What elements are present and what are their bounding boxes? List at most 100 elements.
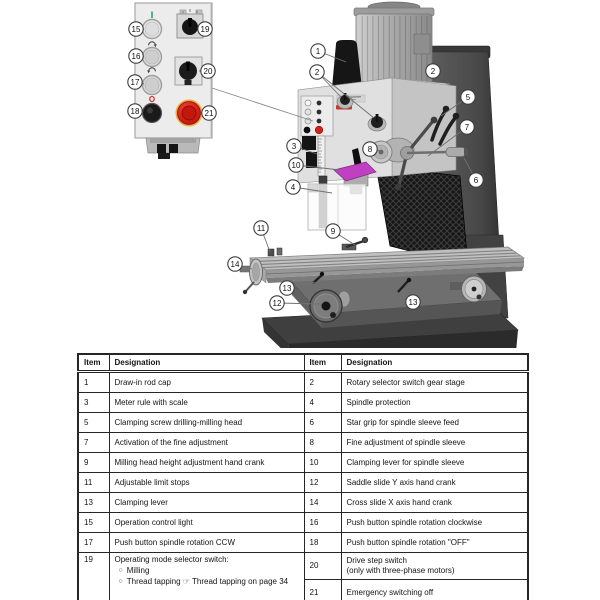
callout-7-circle bbox=[459, 119, 475, 135]
callout-1-circle bbox=[310, 43, 326, 59]
star-grip bbox=[394, 116, 438, 191]
table-cell-designation: Adjustable limit stops bbox=[108, 472, 305, 493]
table-cell-designation: Draw-in rod cap bbox=[108, 371, 305, 393]
table-right-handwheel bbox=[450, 275, 487, 303]
list-bullet-icon: ○ bbox=[118, 567, 123, 574]
cross-table bbox=[249, 246, 526, 284]
header-item-right: Item bbox=[303, 353, 342, 373]
callout-19-number: 19 bbox=[201, 25, 210, 34]
x-axis-handwheel bbox=[239, 258, 263, 295]
limit-stop-2 bbox=[276, 247, 283, 256]
table-cell-item: 7 bbox=[77, 432, 110, 453]
spindle-protection bbox=[307, 183, 367, 231]
clamping-screw-lever-1 bbox=[430, 108, 448, 142]
callout-12-circle bbox=[269, 295, 285, 311]
table-cell-item: 15 bbox=[77, 512, 110, 533]
table-cell-item: 20 bbox=[303, 552, 342, 580]
table-cell-item: 17 bbox=[77, 532, 110, 553]
table-cell-designation: Meter rule with scale bbox=[108, 392, 305, 413]
table-cell-designation: Emergency switching off bbox=[340, 579, 529, 600]
power-on-mark: I bbox=[151, 10, 154, 20]
table-cell-item: 5 bbox=[77, 412, 110, 433]
callout-18-circle bbox=[127, 103, 143, 119]
callout-13-number: 13 bbox=[409, 298, 418, 307]
callout-10-number: 10 bbox=[292, 161, 301, 170]
list-heading: Operating mode selector switch: bbox=[114, 555, 229, 564]
clamping-lever-right bbox=[397, 277, 412, 293]
machine-components-figure: I O bbox=[127, 1, 526, 348]
table-cell-item: 11 bbox=[77, 472, 110, 493]
table-cell-item: 21 bbox=[303, 579, 342, 600]
head-mini-control-panel bbox=[300, 95, 334, 137]
list-item-text: Thread tapping ☞ Thread tapping on page … bbox=[126, 577, 289, 586]
callout-20-circle bbox=[200, 63, 216, 79]
table-cell-item: 1 bbox=[77, 371, 110, 393]
rotation-ccw-icon bbox=[147, 67, 156, 74]
callout-10-circle bbox=[288, 157, 304, 173]
control-panel-detail: I O bbox=[134, 2, 213, 159]
callout-9-number: 9 bbox=[331, 227, 336, 236]
draw-in-rod-cap bbox=[332, 40, 362, 88]
table-cell-item: 12 bbox=[303, 472, 342, 493]
callout-13-number: 13 bbox=[283, 284, 292, 293]
header-designation-right: Designation bbox=[340, 353, 529, 373]
callout-20-number: 20 bbox=[204, 67, 213, 76]
table-cell-designation: Activation of the fine adjustment bbox=[108, 432, 305, 453]
milling-machine-illustration bbox=[239, 1, 526, 348]
table-cell-designation: Saddle slide Y axis hand crank bbox=[340, 472, 529, 493]
callout-18-number: 18 bbox=[131, 107, 140, 116]
callout-17-number: 17 bbox=[131, 78, 140, 87]
callout-14-circle bbox=[227, 256, 243, 272]
table-cell-designation: Operation control light bbox=[108, 512, 305, 533]
gear-stage-selector-knob-upper bbox=[336, 93, 354, 109]
height-adjustment-crank bbox=[341, 236, 369, 251]
drive-motor bbox=[353, 1, 435, 89]
callout-8-number: 8 bbox=[368, 145, 373, 154]
table-cell-designation: Push button spindle rotation clockwise bbox=[340, 512, 529, 533]
callout-3-circle bbox=[286, 138, 302, 154]
callout-16-circle bbox=[128, 48, 144, 64]
callout-21-number: 21 bbox=[205, 109, 214, 118]
spindle-off-button bbox=[141, 102, 163, 124]
table-cell-item: 9 bbox=[77, 452, 110, 473]
callout-8-circle bbox=[362, 141, 378, 157]
callout-2-circle bbox=[425, 63, 441, 79]
emergency-stop-button bbox=[175, 99, 203, 127]
list-item: ○Thread tapping ☞ Thread tapping on page… bbox=[115, 577, 301, 587]
panel-location-leader-line bbox=[211, 87, 314, 122]
table-cell-item: 8 bbox=[303, 432, 342, 453]
callout-6-circle bbox=[468, 172, 484, 188]
callout-7-leader-line bbox=[427, 126, 468, 157]
callout-5-number: 5 bbox=[466, 93, 471, 102]
callout-13-circle bbox=[405, 294, 421, 310]
callout-1-number: 1 bbox=[316, 47, 321, 56]
callout-15-number: 15 bbox=[132, 25, 141, 34]
spindle-sleeve-clamp-lever bbox=[352, 148, 362, 168]
star-grip-long-handle bbox=[406, 147, 468, 157]
table-cell-item: 2 bbox=[303, 371, 342, 393]
table-cell-designation: Milling head height adjustment hand cran… bbox=[108, 452, 305, 473]
table-cell-designation: Clamping lever for spindle sleeve bbox=[340, 452, 529, 473]
table-cell-item: 4 bbox=[303, 392, 342, 413]
table-cell-item: 14 bbox=[303, 492, 342, 513]
callout-9-circle bbox=[325, 223, 341, 239]
table-cell-item: 3 bbox=[77, 392, 110, 413]
table-cell-item: 6 bbox=[303, 412, 342, 433]
off-mark: O bbox=[149, 95, 155, 104]
list-item: ○Milling bbox=[115, 566, 301, 576]
callout-13-circle bbox=[279, 280, 295, 296]
table-header-row: Item Designation Item Designation bbox=[77, 353, 529, 373]
callout-6-number: 6 bbox=[474, 176, 479, 185]
callout-3-number: 3 bbox=[292, 142, 297, 151]
callout-11-number: 11 bbox=[257, 224, 266, 233]
table-cell-item: 16 bbox=[303, 512, 342, 533]
